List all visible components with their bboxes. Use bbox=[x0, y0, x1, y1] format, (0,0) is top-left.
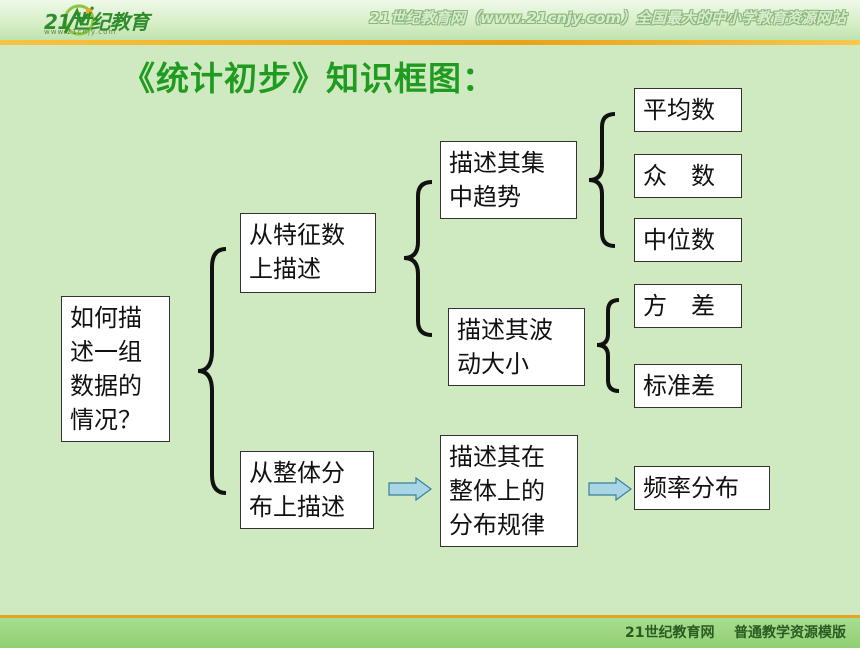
site-header-text: 21世纪教育网（www.21cnjy.com）全国最大的中小学教育资源网站 bbox=[369, 9, 846, 27]
feature-line-1: 从特征数 bbox=[249, 221, 345, 249]
brace-icon-spread bbox=[596, 298, 620, 393]
freq-dist-box: 频率分布 bbox=[634, 466, 770, 510]
central-box: 描述其集 中趋势 bbox=[440, 141, 577, 219]
distribution-line-2: 整体上的 bbox=[449, 477, 545, 505]
root-line-3: 数据的 bbox=[70, 372, 142, 400]
logo-icon bbox=[63, 4, 95, 36]
spread-box: 描述其波 动大小 bbox=[448, 308, 585, 386]
root-line-1: 如何描 bbox=[70, 304, 142, 332]
page-title: 《统计初步》知识框图： bbox=[122, 59, 496, 98]
whole-line-2: 布上描述 bbox=[249, 493, 345, 521]
freq-dist-label: 频率分布 bbox=[643, 474, 739, 502]
whole-line-1: 从整体分 bbox=[249, 459, 345, 487]
mode-label: 众 数 bbox=[643, 162, 715, 190]
variance-label: 方 差 bbox=[643, 292, 715, 320]
median-box: 中位数 bbox=[634, 218, 742, 262]
footer-bar: 21世纪教育网 普通教学资源模版 bbox=[0, 615, 860, 648]
mean-box: 平均数 bbox=[634, 88, 742, 132]
std-dev-label: 标准差 bbox=[643, 372, 715, 400]
distribution-line-3: 分布规律 bbox=[449, 511, 545, 539]
distribution-box: 描述其在 整体上的 分布规律 bbox=[440, 435, 578, 547]
footer-text: 21世纪教育网 普通教学资源模版 bbox=[625, 625, 846, 641]
banner-divider bbox=[0, 40, 860, 45]
distribution-line-1: 描述其在 bbox=[449, 443, 545, 471]
variance-box: 方 差 bbox=[634, 284, 742, 328]
root-line-2: 述一组 bbox=[70, 338, 142, 366]
whole-box: 从整体分 布上描述 bbox=[240, 451, 374, 529]
feature-line-2: 上描述 bbox=[249, 255, 321, 283]
root-box: 如何描 述一组 数据的 情况？ bbox=[61, 296, 170, 442]
arrow-icon-2 bbox=[588, 477, 632, 501]
median-label: 中位数 bbox=[643, 226, 715, 254]
mode-box: 众 数 bbox=[634, 154, 742, 198]
spread-line-1: 描述其波 bbox=[457, 316, 553, 344]
central-line-2: 中趋势 bbox=[449, 183, 521, 211]
mean-label: 平均数 bbox=[643, 96, 715, 124]
top-banner: 21世纪教育 www.21cnjy.com 21世纪教育网（www.21cnjy… bbox=[0, 0, 860, 40]
logo-subtext: www.21cnjy.com bbox=[44, 28, 117, 36]
brace-icon-central bbox=[588, 112, 616, 248]
brace-icon-feature bbox=[403, 180, 433, 337]
logo-text: 21世纪教育 bbox=[44, 10, 149, 34]
spread-line-2: 动大小 bbox=[457, 350, 529, 378]
std-dev-box: 标准差 bbox=[634, 364, 742, 408]
brace-icon-root bbox=[197, 247, 227, 495]
root-line-4: 情况？ bbox=[70, 406, 142, 434]
feature-box: 从特征数 上描述 bbox=[240, 213, 376, 293]
central-line-1: 描述其集 bbox=[449, 149, 545, 177]
arrow-icon-1 bbox=[388, 477, 432, 501]
